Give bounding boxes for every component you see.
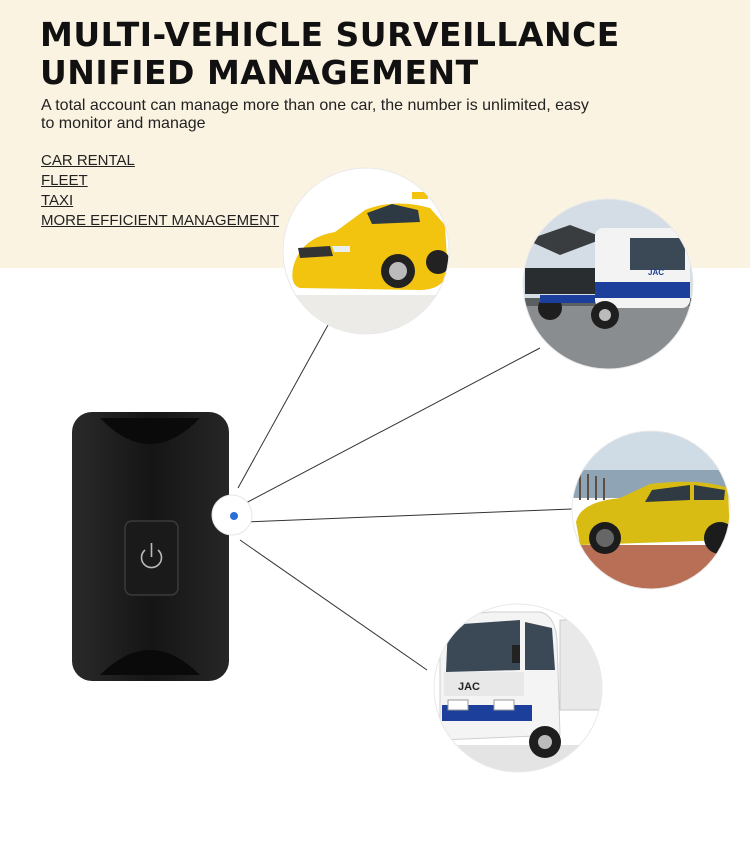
tow-truck-caption: JAC [648,268,664,277]
use-case-list: CAR RENTAL FLEET TAXI MORE EFFICIENT MAN… [41,151,279,231]
gps-tracker-device [72,412,229,681]
taxi-car-image [283,168,449,334]
taxi-frame [282,167,450,335]
box-truck-image: JAC [434,604,602,772]
sedan-frame [571,430,731,590]
box-truck-caption: JAC [458,681,480,693]
connection-lines [237,324,573,671]
power-button-icon[interactable] [140,543,163,569]
tag-fleet[interactable]: FLEET [41,172,88,189]
title-line-1: MULTI-VEHICLE SURVEILLANCE [40,15,620,54]
box-truck-frame [433,603,603,773]
tag-taxi[interactable]: TAXI [41,192,74,209]
tow-truck-frame [522,198,694,370]
page-title: MULTI-VEHICLE SURVEILLANCE UNIFIED MANAG… [40,16,620,92]
subtitle: A total account can manage more than one… [41,97,589,132]
title-line-2: UNIFIED MANAGEMENT [40,53,479,92]
tag-car-rental[interactable]: CAR RENTAL [41,152,135,169]
signal-hub [211,494,253,536]
tow-truck-image: JAC [523,199,693,369]
tag-efficient-management[interactable]: MORE EFFICIENT MANAGEMENT [41,212,280,229]
